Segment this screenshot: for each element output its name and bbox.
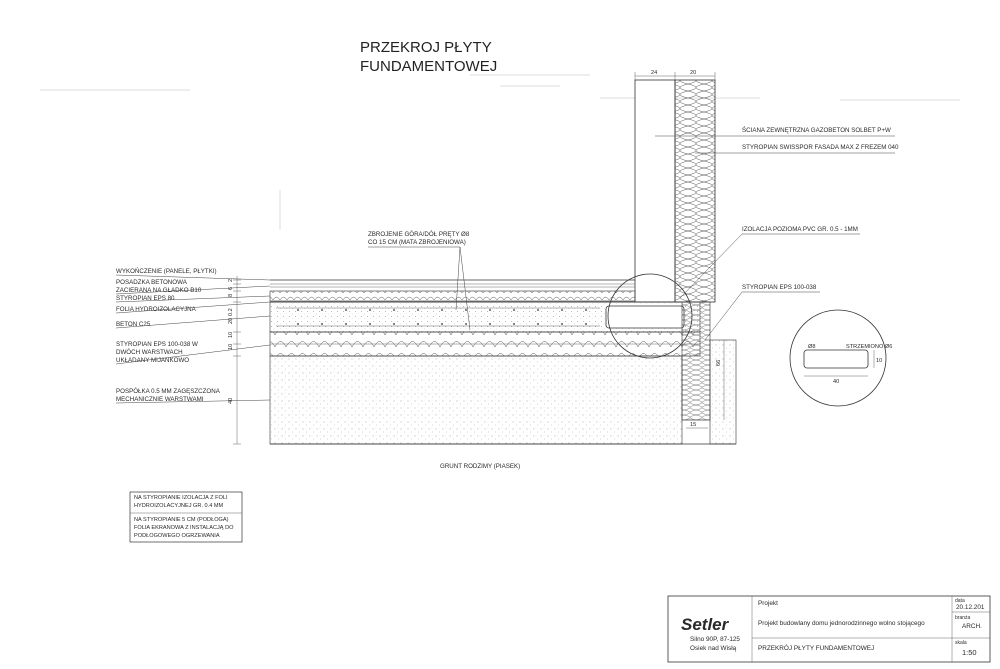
background-trace — [40, 74, 960, 230]
detail-callout-circle — [607, 273, 693, 359]
label-foil: FOLIA HYDROIZOLACYJNA — [116, 306, 197, 313]
bottom-eps-layers — [269, 331, 701, 357]
rebar-detail: Ø8 STRZEMIONO Ø6 40 10 — [789, 309, 892, 407]
rebar-dot — [345, 309, 347, 311]
drawing-name: PRZEKRÓJ PŁYTY FUNDAMENTOWEJ — [758, 643, 874, 652]
left-labels: WYKOŃCZENIE (PANELE, PŁYTKI) POSADZKA BE… — [115, 268, 271, 404]
rebar-dot — [585, 309, 587, 311]
vertical-dimension-chain: 2 6 8 0.2 20 10 10 40 — [228, 276, 241, 445]
title-line-1: PRZEKROJ PŁYTY — [360, 39, 492, 56]
dim-8: 8 — [228, 294, 234, 297]
note-2-line-1: NA STYROPIANIE 5 CM (PODŁOGA) — [134, 517, 229, 523]
label-facade: STYROPIAN SWISSPOR FASADA MAX Z FREZEM 0… — [742, 144, 899, 151]
rebar-dot — [561, 323, 563, 325]
rebar-dot — [489, 323, 491, 325]
branch-label: branża — [955, 615, 971, 621]
detail-height: 10 — [876, 358, 882, 364]
dim-10-b: 10 — [228, 344, 234, 350]
notes-box: NA STYROPIANIE IZOLACJA Z FOLI HYDROIZOL… — [129, 491, 243, 543]
edge-eps — [681, 301, 711, 421]
rebar-dot — [465, 309, 467, 311]
rebar-dot — [489, 309, 491, 311]
rebar-dot — [537, 323, 539, 325]
drawing-title: PRZEKROJ PŁYTY FUNDAMENTOWEJ — [360, 39, 497, 75]
note-2-line-2: FOLIA EKRANOWA Z INSTALACJĄ DO — [134, 525, 234, 531]
wall-thickness-dimension: 24 20 — [634, 70, 716, 80]
project-name: Projekt budowlany domu jednorodzinnego w… — [758, 620, 925, 627]
scale: 1:50 — [962, 648, 977, 657]
rebar-dot — [417, 323, 419, 325]
scale-label: skala — [955, 640, 967, 646]
note-2-line-3: PODŁOGOWEGO OGRZEWANIA — [134, 533, 220, 539]
label-eps-bottom-1: STYROPIAN EPS 100-038 W — [116, 341, 198, 348]
rebar-dot — [321, 309, 323, 311]
label-eps80: STYROPIAN EPS 80 — [116, 295, 175, 302]
rebar-dot — [465, 323, 467, 325]
project-label: Projekt — [758, 600, 778, 607]
label-concrete: BETON C25 — [116, 321, 151, 328]
rebar-dot — [393, 323, 395, 325]
address-1: Silno 90P, 87-125 — [690, 636, 740, 643]
rebar-dot — [417, 309, 419, 311]
rebar-dot — [393, 309, 395, 311]
label-eps-bottom-2: DWÓCH WARSTWACH — [116, 349, 183, 356]
rebar-dot — [441, 309, 443, 311]
rebar-dot — [561, 309, 563, 311]
rebar-dot — [369, 309, 371, 311]
label-iso-horizontal: IZOLACJA POZIOMA PVC GR. 0.5 - 1MM — [742, 226, 858, 233]
dim-wall: 24 — [651, 70, 657, 76]
label-rebar-1: ZBROJENIE GÓRA/DÓŁ PRĘTY Ø8 — [368, 231, 470, 238]
concrete-slab — [269, 301, 701, 333]
detail-width: 40 — [833, 379, 839, 385]
rebar-dot — [585, 323, 587, 325]
detail-bar-label: Ø8 — [808, 344, 815, 350]
rebar-dot — [537, 309, 539, 311]
rebar-dot — [513, 309, 515, 311]
label-fill-1: POSPÓŁKA 0.5 MM ZAGĘSZCZONA — [116, 388, 221, 395]
label-fill-2: MECHANICZNIE WARSTWAMI — [116, 396, 204, 403]
detail-stirrup-label: STRZEMIONO Ø6 — [846, 344, 892, 350]
dim-insulation: 20 — [690, 70, 696, 76]
label-wall: ŚCIANA ZEWNĘTRZNA GAZOBETON SOLBET P+W — [742, 126, 891, 134]
dim-2: 2 — [228, 279, 234, 282]
rebar-dot — [297, 323, 299, 325]
title-line-2: FUNDAMENTOWEJ — [360, 58, 497, 75]
date: 20.12.201 — [956, 604, 985, 611]
logo: Setler — [681, 615, 730, 634]
label-finish: WYKOŃCZENIE (PANELE, PŁYTKI) — [116, 268, 217, 275]
rebar-dots — [297, 309, 587, 325]
rebar-dot — [321, 323, 323, 325]
title-block: Setler Silno 90P, 87-125 Osiek nad Wisłą… — [667, 595, 991, 663]
dim-15: 15 — [690, 422, 696, 428]
ground-label: GRUNT RODZIMY (PIASEK) — [440, 463, 520, 470]
facade-insulation — [674, 79, 716, 303]
dim-20: 20 — [228, 318, 234, 324]
label-screed-2: ZACIERANA NA GŁADKO B10 — [116, 287, 202, 294]
rebar-dot — [369, 323, 371, 325]
rebar-dot — [345, 323, 347, 325]
label-screed-1: POSADZKA BETONOWA — [116, 279, 188, 286]
label-rebar-2: CO 15 CM (MATA ZBROJENIOWA) — [368, 239, 466, 246]
label-eps-edge: STYROPIAN EPS 100-038 — [742, 284, 817, 291]
dim-40: 40 — [228, 398, 234, 404]
date-label: data — [955, 598, 965, 604]
rebar-dot — [513, 323, 515, 325]
dim-10-a: 10 — [228, 332, 234, 338]
label-eps-bottom-3: UKŁADANY MIJANKOWO — [116, 357, 189, 364]
right-labels: ŚCIANA ZEWNĘTRZNA GAZOBETON SOLBET P+W S… — [655, 126, 899, 341]
note-1-line-1: NA STYROPIANIE IZOLACJA Z FOLI — [134, 495, 228, 501]
rebar-labels: ZBROJENIE GÓRA/DÓŁ PRĘTY Ø8 CO 15 CM (MA… — [368, 231, 471, 331]
gravel-fill: 15 66 — [269, 339, 737, 445]
note-1-line-2: HYDROIZOLACYJNEJ GR. 0.4 MM — [134, 503, 224, 509]
dim-0-2: 0.2 — [228, 308, 234, 316]
dim-66: 66 — [716, 360, 722, 366]
address-2: Osiek nad Wisłą — [690, 645, 737, 652]
branch: ARCH. — [962, 623, 982, 630]
rebar-dot — [297, 309, 299, 311]
dim-6: 6 — [228, 287, 234, 290]
wall — [634, 79, 676, 303]
rebar-dot — [441, 323, 443, 325]
